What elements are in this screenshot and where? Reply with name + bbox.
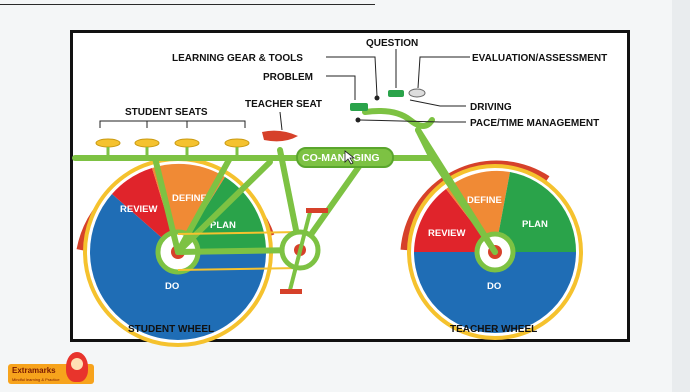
evaluation-label: EVALUATION/ASSESSMENT <box>472 53 607 64</box>
question-gadget <box>388 90 404 97</box>
student-do-segment <box>90 252 266 340</box>
question-label: QUESTION <box>366 38 418 49</box>
student-review-label: REVIEW <box>120 204 158 215</box>
student-define-label: DEFINE <box>172 193 207 204</box>
problem-gadget <box>350 103 368 111</box>
handlebar-gadgets <box>350 88 426 123</box>
student-review-segment <box>112 168 178 252</box>
driving-label: DRIVING <box>470 102 512 113</box>
student-plan-label: PLAN <box>210 220 236 231</box>
learning-gear-label: LEARNING GEAR & TOOLS <box>172 53 303 64</box>
student-do-label: DO <box>165 281 179 292</box>
problem-label: PROBLEM <box>263 72 313 83</box>
student-wheel-label: STUDENT WHEEL <box>128 324 214 335</box>
teacher-wheel: REVIEW DEFINE PLAN DO <box>400 160 583 340</box>
crank-set <box>279 208 328 294</box>
pace-label: PACE/TIME MANAGEMENT <box>470 118 599 129</box>
mouse-cursor <box>344 150 356 165</box>
teacher-define-label: DEFINE <box>467 195 502 206</box>
teacher-review-segment <box>414 189 495 252</box>
pedal-top <box>306 208 328 213</box>
teacher-wheel-label: TEACHER WHEEL <box>450 324 537 335</box>
extramarks-logo: Extramarks Mindful learning & Practice <box>4 350 100 390</box>
label-pointer-lines <box>99 49 470 131</box>
chain <box>177 267 301 271</box>
teacher-seat <box>262 130 298 142</box>
student-seats-label: STUDENT SEATS <box>125 107 208 118</box>
evaluation-gadget <box>408 88 426 98</box>
student-seats <box>95 138 250 158</box>
co-managing-label: CO-MANAGING <box>302 152 380 164</box>
student-define-segment <box>152 163 225 252</box>
page-margin-strip <box>672 0 690 392</box>
pedal-bottom <box>280 289 302 294</box>
top-divider-line <box>0 4 375 5</box>
teacher-seat-label: TEACHER SEAT <box>245 99 322 110</box>
teacher-plan-segment <box>495 172 577 252</box>
logo-name: Extramarks <box>12 366 56 375</box>
teacher-review-label: REVIEW <box>428 228 466 239</box>
teacher-plan-label: PLAN <box>522 219 548 230</box>
teacher-do-label: DO <box>487 281 501 292</box>
logo-tagline: Mindful learning & Practice <box>12 377 60 382</box>
teacher-do-segment <box>414 252 576 333</box>
